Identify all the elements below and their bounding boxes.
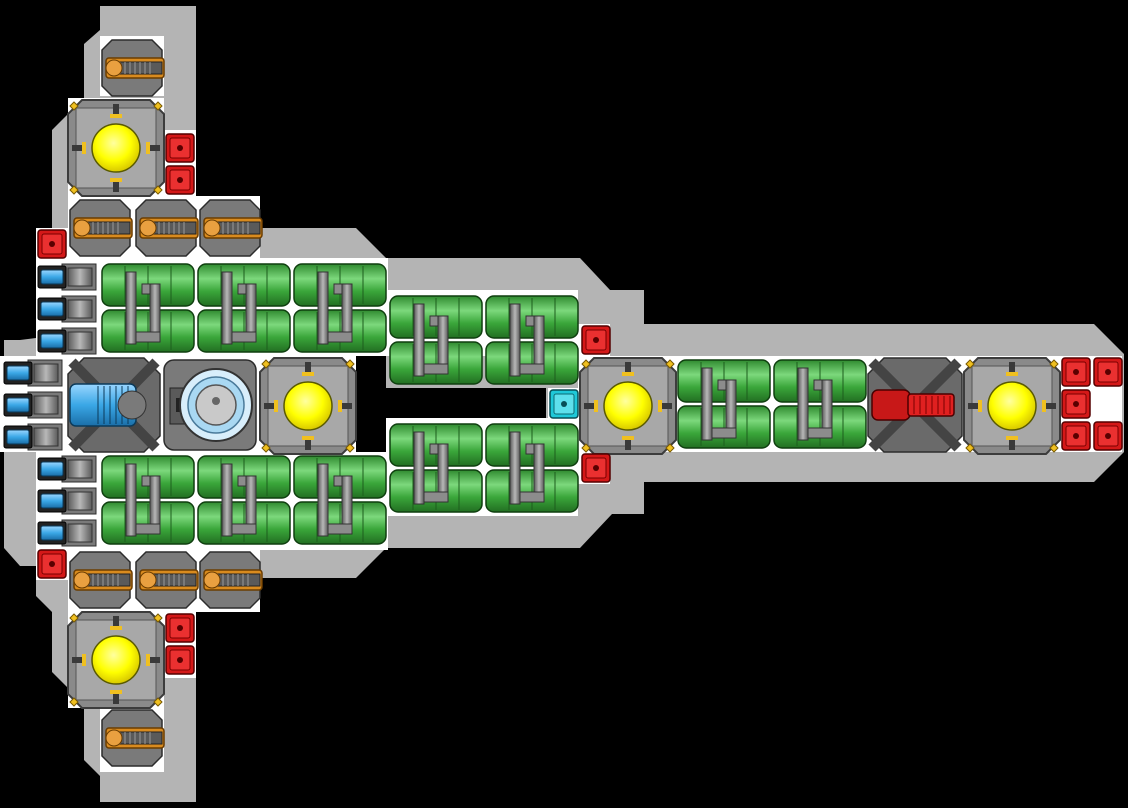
fuel-tank-icon[interactable] [197,263,291,353]
hull-gap [386,388,546,418]
thruster-icon[interactable] [37,295,97,323]
fuel-tank-icon[interactable] [389,295,483,385]
fuel-tank-icon[interactable] [293,263,387,353]
red-module-icon[interactable] [1061,389,1091,419]
red-module-icon[interactable] [581,325,611,355]
fuel-tank-icon[interactable] [197,455,291,545]
red-module-icon[interactable] [1061,421,1091,451]
gun-turret-icon[interactable] [199,551,263,609]
fuel-tank-icon[interactable] [293,455,387,545]
thruster-icon[interactable] [37,519,97,547]
thruster-icon[interactable] [37,263,97,291]
cockpit-icon[interactable] [163,359,257,451]
gun-turret-icon[interactable] [101,39,165,97]
red-module-icon[interactable] [165,613,195,643]
thruster-icon[interactable] [37,487,97,515]
thruster-icon[interactable] [37,455,97,483]
fuel-tank-icon[interactable] [101,263,195,353]
fuel-tank-icon[interactable] [677,359,771,449]
gun-turret-icon[interactable] [101,709,165,767]
gun-turret-icon[interactable] [69,199,133,257]
cyan-module-icon[interactable] [549,389,579,419]
reactor-icon[interactable] [579,357,677,455]
thruster-icon[interactable] [3,423,63,451]
red-module-icon[interactable] [165,133,195,163]
gun-turret-icon[interactable] [199,199,263,257]
reactor-icon[interactable] [67,99,165,197]
red-module-icon[interactable] [165,645,195,675]
gun-turret-icon[interactable] [135,199,199,257]
gun-turret-icon[interactable] [69,551,133,609]
red-module-icon[interactable] [1093,357,1123,387]
reactor-icon[interactable] [963,357,1061,455]
red-cannon-icon[interactable] [867,357,963,453]
red-module-icon[interactable] [165,165,195,195]
fuel-tank-icon[interactable] [485,295,579,385]
red-module-icon[interactable] [1093,421,1123,451]
thruster-icon[interactable] [3,391,63,419]
gun-turret-icon[interactable] [135,551,199,609]
thruster-icon[interactable] [37,327,97,355]
red-module-icon[interactable] [37,549,67,579]
thruster-icon[interactable] [3,359,63,387]
red-module-icon[interactable] [1061,357,1091,387]
red-module-icon[interactable] [581,453,611,483]
main-engine-icon[interactable] [67,357,161,453]
reactor-icon[interactable] [67,611,165,709]
reactor-icon[interactable] [259,357,357,455]
hull-gap [356,356,386,452]
red-module-icon[interactable] [37,229,67,259]
fuel-tank-icon[interactable] [101,455,195,545]
fuel-tank-icon[interactable] [485,423,579,513]
fuel-tank-icon[interactable] [773,359,867,449]
fuel-tank-icon[interactable] [389,423,483,513]
